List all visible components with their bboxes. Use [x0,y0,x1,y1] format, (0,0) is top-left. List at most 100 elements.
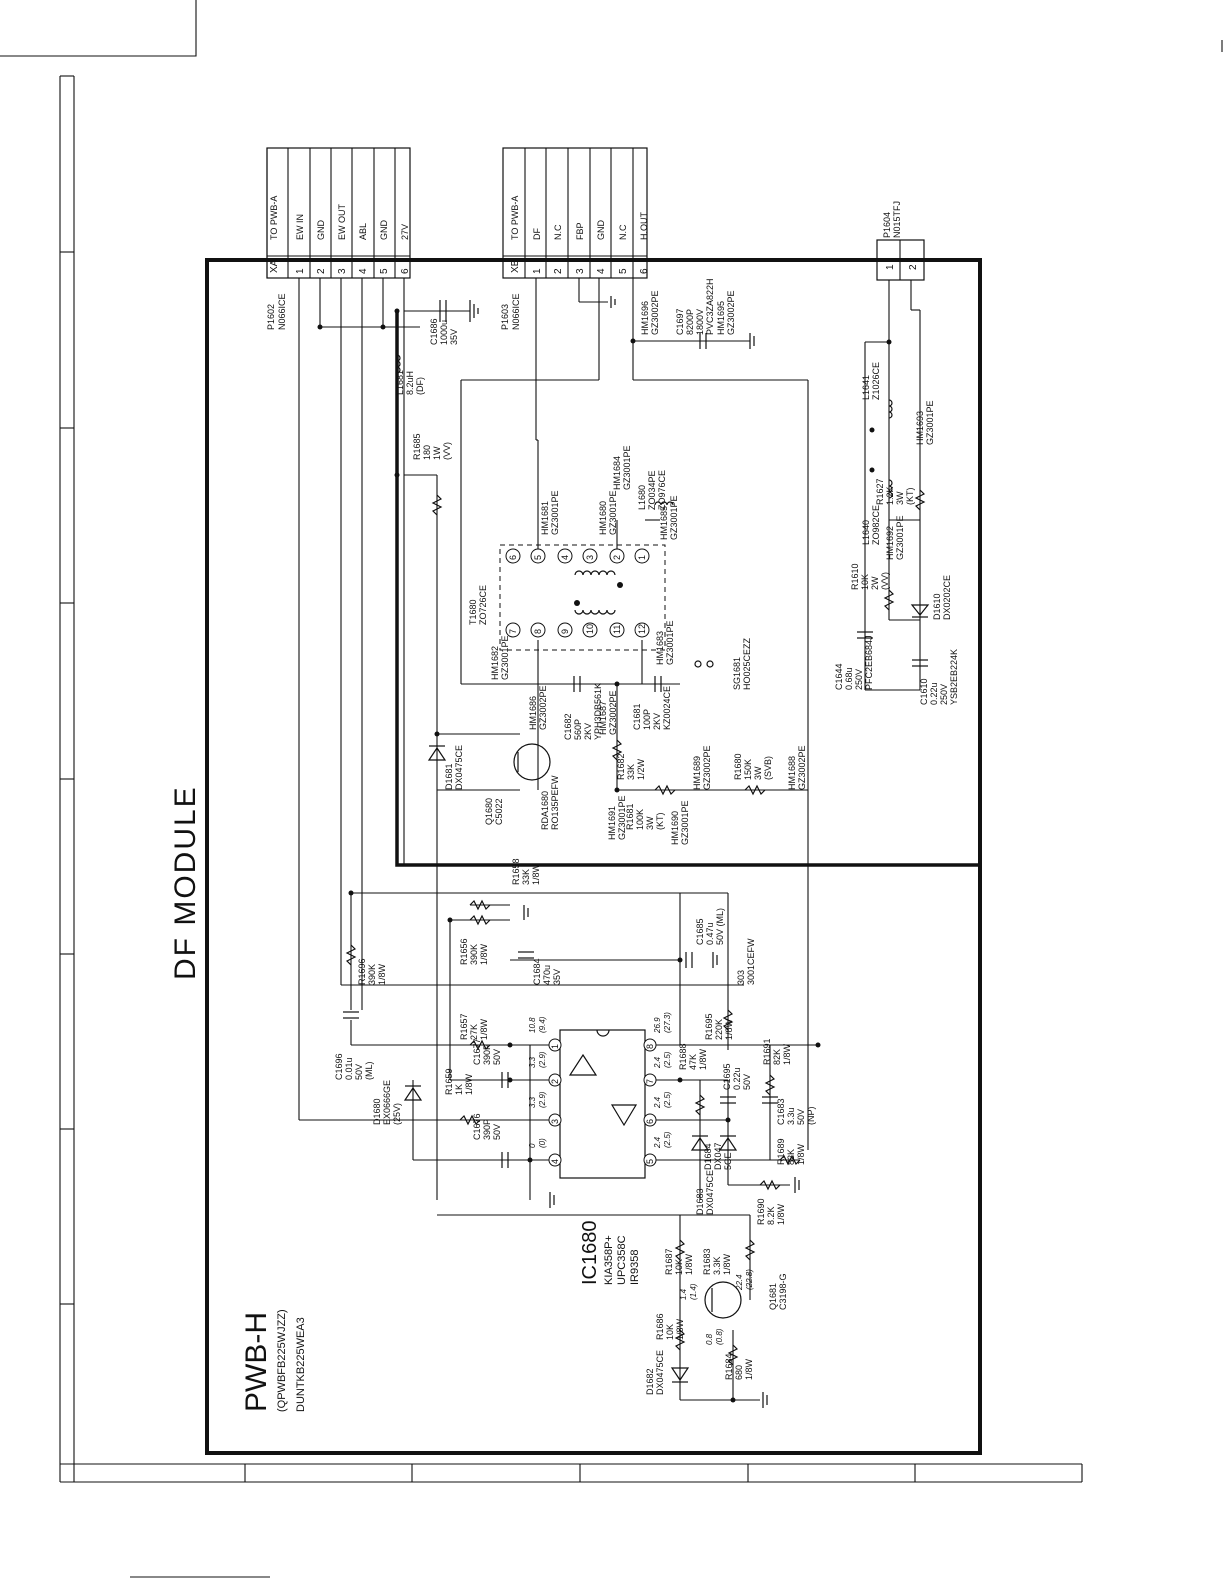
label-rda1680-value: RO135PEFW [550,775,560,830]
label-r1656-value: 390K [469,944,479,965]
label-hm1682-value: GZ3001PE [500,635,510,680]
label-hm1693-value: GZ3001PE [925,400,935,445]
label-hm1696-value: GZ3002PE [650,290,660,335]
label-r1680-value: (SVB) [763,756,773,780]
transformer-pin-number: 5 [533,555,543,560]
label-c1644-value: PFC2EB684J [864,635,874,690]
label-hm1684-value: GZ3001PE [622,445,632,490]
ic-pin [643,1153,657,1167]
q1681-collector-voltage: 22.4 [735,1274,744,1291]
xa-header: XA [269,259,280,273]
label-hm1682-ref: HM1682 [490,646,500,680]
label-l1680-value: ZO034PE [647,470,657,510]
label-hm1692-ref: HM1692 [885,526,895,560]
label-r1688-value: 47K [688,1054,698,1070]
label-r1695-value: 220K [714,1019,724,1040]
ic-pin [548,1113,562,1127]
xa-part: N066ICE [277,293,287,330]
label-hm1689-ref: HM1689 [692,756,702,790]
label-c1697-value: 1800V [695,309,705,335]
label-r1691-value: 82K [772,1049,782,1065]
ic-pin [548,1153,562,1167]
label-c1610-ref: C1610 [919,678,929,705]
ic-part-number: KIA358P+ [603,1235,615,1285]
xa-pin-signal: EW OUT [337,204,347,240]
p1604-part: N015TFJ [892,201,902,238]
label-r1680-value: 3W [753,766,763,780]
ic-part-number: IR9358 [629,1250,641,1285]
ic-pin-voltage: 10.8 [528,1017,537,1033]
label-r1687-ref: R1687 [664,1248,674,1275]
ic-pin-number: 4 [550,1159,560,1164]
transformer-pin-number: 8 [533,629,543,634]
label-d1680-value: EX0666GE [382,1080,392,1125]
ic-pin-voltage: 3.3 [528,1056,537,1068]
label-303-ref: 303 [736,970,746,985]
label-c1685-ref: C1685 [695,918,705,945]
label-hm1686-ref: HM1686 [528,696,538,730]
label-c1677-value: 50V [492,1049,502,1065]
label-r1685-ref: R1685 [412,433,422,460]
label-c1683-ref: C1683 [776,1098,786,1125]
label-r1683-value: 3.3K [712,1256,722,1275]
label-d1681-ref: D1681 [444,763,454,790]
p1604-pin-2: 2 [908,264,919,270]
label-r1680-value: 150K [743,759,753,780]
ic-pin [643,1073,657,1087]
ic-pin-number: 5 [645,1159,655,1164]
xa-pin-number: 5 [379,268,390,274]
label-r1685-value: 180 [422,445,432,460]
ic-pin-voltage-alt: (2.9) [538,1051,547,1068]
ic-pin-number: 3 [550,1119,560,1124]
label-d1684-value: 5CE [723,1152,733,1170]
label-c1682-value: YPH3DB561K [593,683,603,740]
label-r1627-value: 1.2K [885,486,895,505]
label-c1685-value: 0.47u [705,922,715,945]
q1681-collector-voltage-alt: (22.8) [745,1269,754,1290]
label-d1610-value: DX0202CE [942,575,952,620]
xa-pin-number: 6 [400,268,411,274]
label-hm1687-value: GZ3002PE [608,690,618,735]
transformer-pin-number: 11 [612,625,622,634]
label-hm1681-ref: HM1681 [540,501,550,535]
transformer-pin-number: 10 [585,624,595,634]
transformer-pin [634,622,650,638]
label-r1627-value: 3W [895,491,905,505]
ic-pin-voltage-alt: (2.5) [663,1051,672,1068]
label-hm1691-value: GZ3001PE [617,795,627,840]
xb-header: XB [510,259,521,273]
ic-pin-number: 7 [645,1079,655,1084]
transformer-pin-number: 3 [585,555,595,560]
label-r1686-value: 10K [665,1324,675,1340]
label-c1682-value: 2KV [583,723,593,740]
label-hm1690-ref: HM1690 [670,811,680,845]
xb-pin-number: 6 [639,268,650,274]
ic-pin-voltage: 2.4 [653,1136,662,1149]
label-c1683-value: (NP) [806,1107,816,1126]
label-d1680-value: (25V) [392,1103,402,1125]
label-l1681-ref: L1681 [395,370,405,395]
transformer-pin [634,548,650,564]
label-c1696-value: 0.01u [344,1057,354,1080]
xb-pin-number: 2 [553,268,564,274]
label-r1689-value: 1/8W [796,1143,806,1165]
label-r1687-value: 1/8W [684,1253,694,1275]
label-hm1688-ref: HM1688 [787,756,797,790]
xb-pin-number: 5 [618,268,629,274]
transformer-pin-number: 2 [612,555,622,560]
q1681-emitter-voltage: 0.8 [705,1333,714,1345]
xa-destination: TO PWB-A [269,196,279,240]
transformer-pin-number: 9 [560,629,570,634]
transformer-pin-number: 12 [637,624,647,634]
ic-pin-number: 8 [645,1044,655,1049]
label-hm1688-value: GZ3002PE [797,745,807,790]
label-hm1685-ref: HM1685 [659,506,669,540]
ic-pin [548,1038,562,1052]
label-r1680-ref: R1680 [733,753,743,780]
ic-pin-number: 2 [550,1079,560,1084]
board-name: PWB-H [240,1312,273,1412]
ic-pin-voltage: 2.4 [653,1096,662,1109]
